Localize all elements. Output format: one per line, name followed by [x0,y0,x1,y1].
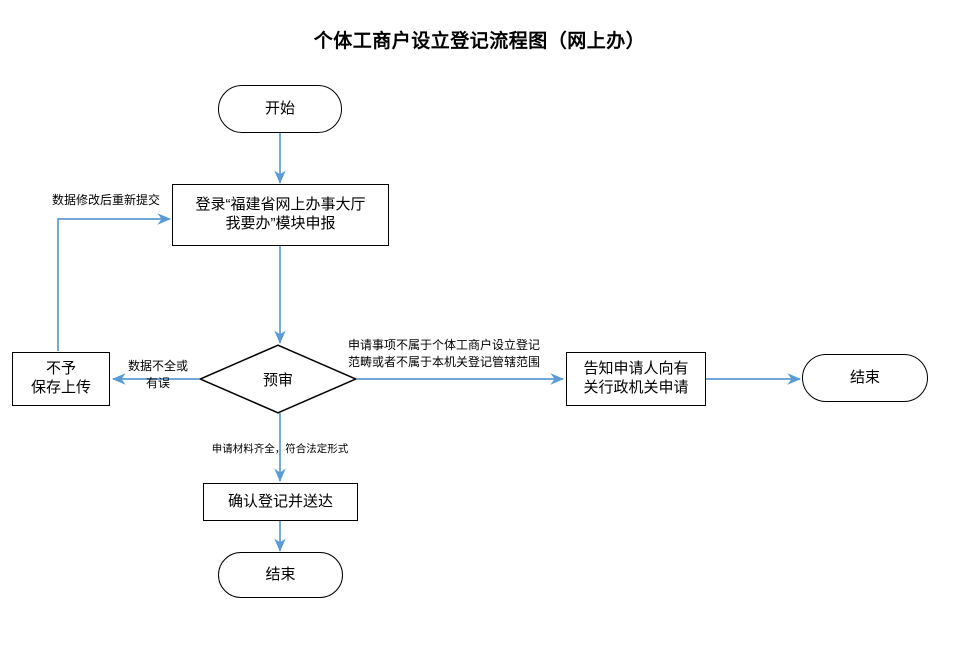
page-title: 个体工商户设立登记流程图（网上办） [313,31,646,52]
node-end-right[interactable]: 结束 [802,354,928,402]
node-end-right-label: 结束 [849,368,880,386]
node-end-bottom[interactable]: 结束 [218,552,343,598]
decision-diamond-shape [199,344,357,414]
node-start[interactable]: 开始 [218,85,342,133]
node-notify-label: 告知申请人向有 关行政机关申请 [583,360,689,396]
node-notify[interactable]: 告知申请人向有 关行政机关申请 [566,352,706,406]
node-login[interactable]: 登录“福建省网上办事大厅 我要办”模块申报 [172,184,389,246]
node-review-label: 预审 [262,371,293,389]
node-start-label: 开始 [264,99,295,117]
node-confirm[interactable]: 确认登记并送达 [203,483,358,521]
node-review[interactable]: 预审 [199,344,357,414]
node-end-bottom-label: 结束 [265,565,296,583]
node-reject-label: 不予 保存上传 [30,360,91,396]
edge-reject-to-login [57,213,172,351]
edge-label-resubmit: 数据修改后重新提交 [52,193,161,207]
node-reject[interactable]: 不予 保存上传 [12,352,110,406]
edge-label-incomplete-data: 数据不全或 有误 [127,359,188,391]
node-login-label: 登录“福建省网上办事大厅 我要办”模块申报 [195,196,366,232]
edge-label-out-of-scope: 申请事项不属于个体工商户设立登记 范畴或者不属于本机关登记管辖范围 [348,338,541,370]
node-confirm-label: 确认登记并送达 [227,492,333,510]
edge-label-complete-materials: 申请材料齐全，符合法定形式 [211,443,349,455]
